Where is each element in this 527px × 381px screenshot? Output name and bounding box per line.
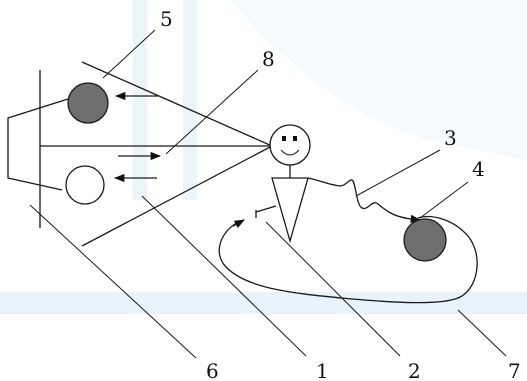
filled-ball-upper [68, 83, 108, 123]
label-3: 3 [444, 126, 457, 150]
label-1: 1 [316, 359, 329, 381]
hollow-ball-lower [66, 166, 104, 204]
smiley-face-icon [270, 125, 310, 165]
right-eye [293, 136, 297, 141]
label-6: 6 [206, 359, 219, 381]
filled-ball-right [404, 219, 446, 261]
leader-7 [458, 310, 506, 356]
label-2: 2 [408, 359, 421, 381]
label-5: 5 [160, 7, 173, 31]
left-eye [282, 136, 286, 141]
label-8: 8 [262, 47, 275, 71]
label-7: 7 [508, 359, 521, 381]
label-4: 4 [472, 157, 485, 181]
